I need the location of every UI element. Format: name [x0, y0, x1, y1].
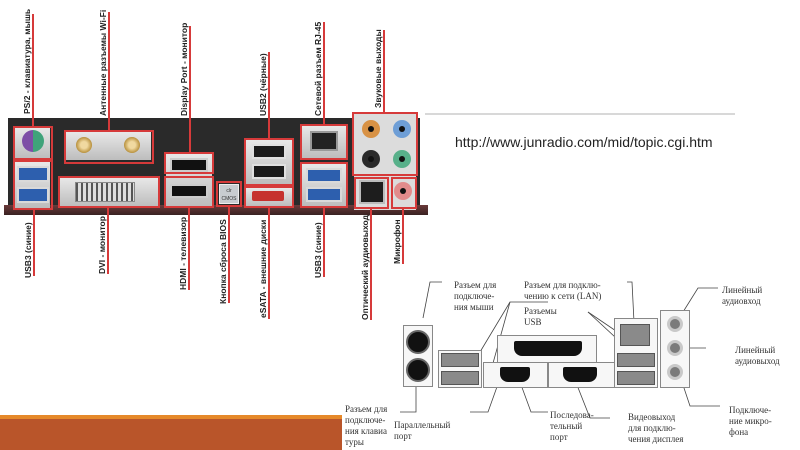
rj45-port-icon — [310, 131, 338, 151]
optical-highlight — [354, 177, 389, 209]
diagram-mic-jack-icon — [667, 364, 683, 380]
diagram-label-usb: Разъемы USB — [524, 306, 557, 327]
dvi-leader-line — [107, 208, 109, 274]
label-displayport: Display Port - монитор — [179, 22, 189, 116]
diagram-label-mouse: Разъем для подключе- ния мыши — [454, 280, 497, 312]
leader-video — [574, 379, 610, 419]
mic-highlight — [391, 177, 417, 209]
title-divider — [425, 113, 735, 115]
esata-port-icon — [252, 191, 284, 201]
label-esata: eSATA - внешние диски — [258, 219, 268, 318]
leader-mouse — [422, 281, 442, 319]
diagram-label-line-out: Линейный аудиовыход — [735, 345, 780, 366]
panel-pcb-strip — [4, 205, 428, 215]
diagram-label-video: Видеовыход для подклю- чения дисплея — [628, 412, 684, 444]
diagram-usb-left-1 — [441, 353, 479, 367]
clear-cmos-button: clr CMOS — [219, 184, 239, 204]
diagram-parallel-port-icon — [514, 341, 582, 356]
rj45-highlight — [300, 124, 348, 160]
label-hdmi: HDMI - телевизор — [178, 216, 188, 290]
usb3-right-highlight — [300, 162, 348, 208]
audio-jack-pink — [394, 182, 412, 200]
optical-leader-line — [370, 208, 372, 320]
label-ps2: PS/2 - клавиатура, мышь — [22, 8, 32, 114]
dvi-port-icon — [75, 182, 135, 202]
rj45-leader-line — [323, 22, 325, 124]
diagram-ps2-keyboard-icon — [406, 358, 430, 382]
diagram-usb-right-2 — [617, 371, 655, 385]
esata-leader-line — [268, 207, 270, 319]
esata-highlight — [244, 186, 294, 208]
usb3-left-port-1 — [17, 166, 49, 182]
audio-highlight — [352, 112, 418, 176]
diagram-vga-port-icon — [563, 367, 597, 382]
hdmi-highlight — [164, 176, 214, 208]
ps2-port-icon — [22, 130, 44, 152]
usb2-leader-line — [268, 52, 270, 138]
diagram-line-in-jack-icon — [667, 316, 683, 332]
displayport-highlight — [164, 152, 214, 174]
ps2-leader-line — [32, 14, 34, 126]
dvi-highlight — [58, 176, 160, 208]
diagram-label-parallel: Параллельный порт — [394, 420, 451, 441]
diagram-label-lan: Разъем для подклю- чению к сети (LAN) — [524, 280, 602, 301]
optical-port-icon — [359, 180, 385, 204]
usb2-port-1 — [252, 144, 286, 159]
label-audio: Звуковые выходы — [373, 29, 383, 108]
wifi-antenna-connector-2 — [124, 137, 140, 153]
displayport-leader-line — [189, 26, 191, 152]
label-rj45: Сетевой разъем RJ-45 — [313, 21, 323, 116]
diagram-usb-right-1 — [617, 353, 655, 367]
diagram-label-serial: Последова- тельный порт — [550, 410, 594, 442]
usb3-right-leader-line — [323, 207, 325, 277]
leader-keyboard — [400, 380, 417, 413]
label-dvi: DVI - монитор — [97, 216, 107, 274]
footer-accent-line — [0, 415, 342, 419]
label-usb3-right: USB3 (синие) — [313, 222, 323, 278]
audio-jack-blue — [393, 120, 411, 138]
cmos-leader-line — [228, 207, 230, 303]
wifi-leader-line — [108, 12, 110, 130]
label-usb3-left: USB3 (синие) — [23, 222, 33, 278]
diagram-ps2-mouse-icon — [406, 330, 430, 354]
diagram-lan-port-icon — [620, 324, 650, 346]
diagram-label-mic: Подключе- ние микро- фона — [729, 405, 772, 437]
wifi-antenna-connector-1 — [76, 137, 92, 153]
diagram-usb-left-2 — [441, 371, 479, 385]
diagram-label-keyboard: Разъем для подключе- ния клавиа туры — [345, 404, 388, 447]
audio-jack-black — [362, 150, 380, 168]
footer-bar — [0, 419, 342, 450]
audio-leader-line — [383, 30, 385, 112]
hdmi-port-icon — [170, 184, 208, 198]
cmos-highlight — [216, 181, 242, 207]
usb3-right-port-1 — [306, 168, 342, 183]
label-cmos: Кнопка сброса BIOS — [218, 219, 228, 304]
usb3-left-leader-line — [33, 210, 35, 276]
diagram-label-line-in: Линейный аудиовход — [722, 285, 763, 306]
displayport-port-icon — [170, 158, 208, 172]
hdmi-leader-line — [188, 208, 190, 290]
diagram-line-out-jack-icon — [667, 340, 683, 356]
leader-serial — [519, 381, 548, 413]
mic-leader-line — [402, 208, 404, 264]
label-mic: Микрофон — [392, 219, 402, 264]
audio-jack-green — [393, 150, 411, 168]
wifi-highlight — [64, 130, 154, 164]
leader-line-in — [677, 287, 718, 321]
diagram-serial-port-icon — [500, 367, 530, 382]
label-wifi: Антенные разъемы Wi-Fi — [98, 9, 108, 116]
usb3-left-port-2 — [17, 187, 49, 203]
label-usb2: USB2 (чёрные) — [258, 53, 268, 116]
ps2-highlight — [13, 126, 53, 160]
usb3-left-highlight — [13, 160, 53, 210]
usb2-port-2 — [252, 164, 286, 179]
source-url[interactable]: http://www.junradio.com/mid/topic.cgi.ht… — [455, 134, 713, 150]
usb2-highlight — [244, 138, 294, 186]
audio-jack-orange — [362, 120, 380, 138]
usb3-right-port-2 — [306, 187, 342, 202]
